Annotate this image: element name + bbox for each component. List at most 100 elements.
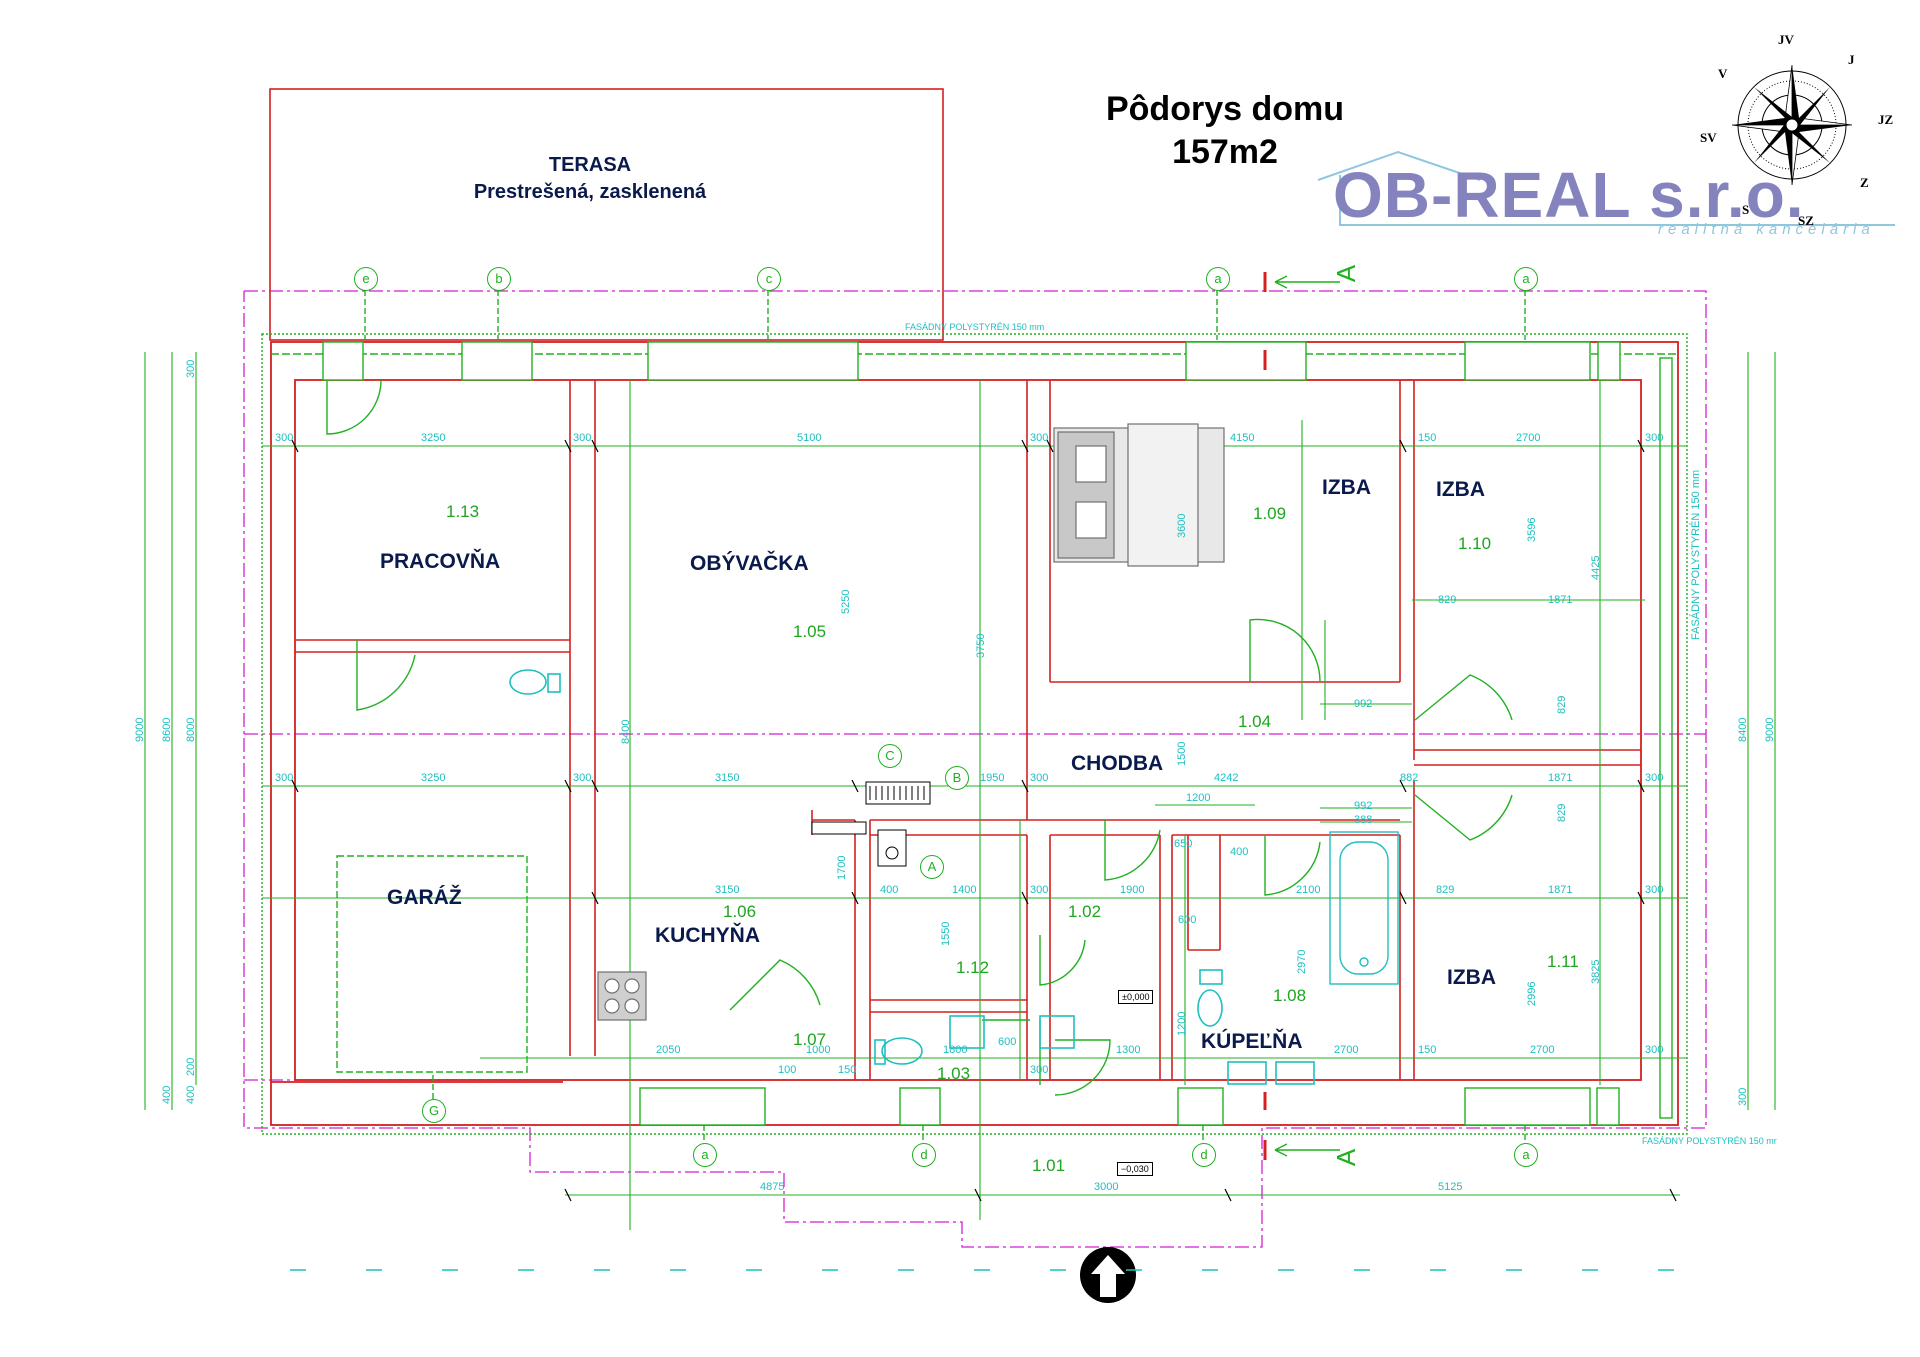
dim-mid-8: 1871 (1548, 772, 1573, 784)
dim-misc-18: 2996 (1526, 981, 1538, 1006)
dim-outer-2: 3000 (1094, 1181, 1119, 1193)
compass-label-sv: SV (1700, 130, 1717, 145)
room-number-kuchyna: 1.06 (723, 902, 757, 921)
dim-low-6: 2100 (1296, 884, 1321, 896)
room-name-obyvacka: OBÝVAČKA (690, 552, 809, 575)
dim-low-5: 1900 (1120, 884, 1145, 896)
terrace-name: TERASA (548, 154, 632, 176)
dim-misc-23: 829 (1556, 803, 1568, 822)
level-outer: −0,030 (1117, 1162, 1153, 1176)
dim-misc-2: 1871 (1548, 594, 1573, 606)
dim-right-5: 300 (1737, 1087, 1749, 1106)
terrace-label: TERASA Prestrešená, zasklenená (420, 154, 760, 204)
dim-misc-16: 1500 (1176, 741, 1188, 766)
dim-mid-5: 1950 (980, 772, 1005, 784)
exterior-walls (270, 341, 1679, 1126)
room-name-chodba: CHODBA (1071, 752, 1164, 775)
room-number-101: 1.01 (1032, 1156, 1066, 1175)
grid-label-top-a1: a (1206, 267, 1230, 291)
room-number-107: 1.07 (793, 1030, 827, 1049)
dim-misc-19: 2970 (1296, 949, 1308, 974)
dim-misc-4: 1200 (1186, 792, 1211, 804)
terrace-desc: Prestrešená, zasklenená (473, 181, 707, 203)
dim-low-8: 1871 (1548, 884, 1573, 896)
dim-misc-14: 3750 (975, 633, 987, 658)
dim-misc-15: 8400 (620, 719, 632, 744)
dim-misc-12: 3596 (1526, 517, 1538, 542)
grid-label-top-b: b (487, 267, 511, 291)
grid-label-mid-b: B (945, 766, 969, 790)
dim-top-9: 300 (1645, 432, 1664, 444)
grid-label-bottom-a2: a (1514, 1143, 1538, 1167)
compass-label-s: S (1742, 202, 1750, 217)
dim-mid-6: 300 (1030, 772, 1049, 784)
boiler (811, 781, 931, 867)
compass-label-jz: JZ (1878, 112, 1894, 127)
dim-left-5: 400 (185, 1085, 197, 1104)
dim-bot-1: 2050 (656, 1044, 681, 1056)
bathtub (1329, 831, 1399, 985)
logo-house (1317, 150, 1895, 226)
dim-left-6: 300 (185, 359, 197, 378)
dim-bot-10: 150 (1418, 1044, 1437, 1056)
grid-label-top-e: e (354, 267, 378, 291)
dim-left-1: 9000 (134, 717, 146, 742)
dimension-ticks (291, 439, 1677, 1202)
grid-label-bottom-d2: d (1192, 1143, 1216, 1167)
dim-low-7: 829 (1436, 884, 1455, 896)
dim-mid-9: 300 (1645, 772, 1664, 784)
dimension-lines (144, 352, 1776, 1230)
dim-misc-17: 1700 (836, 855, 848, 880)
dim-top-2: 3250 (421, 432, 446, 444)
dim-low-9: 300 (1645, 884, 1664, 896)
cooker (597, 971, 647, 1021)
dim-low-4: 300 (1030, 884, 1049, 896)
room-number-izba-110: 1.10 (1458, 534, 1492, 553)
dim-low-1: 3150 (715, 884, 740, 896)
compass-label-v: V (1718, 66, 1728, 81)
room-name-kupelna: KÚPEĽŇA (1201, 1030, 1303, 1053)
dim-misc-20: 1550 (940, 921, 952, 946)
dim-mid-4: 3150 (715, 772, 740, 784)
terrace-outline (269, 88, 944, 341)
dim-top-4: 5100 (797, 432, 822, 444)
room-number-izba-111: 1.11 (1547, 952, 1579, 971)
dim-right-3: 4425 (1590, 555, 1602, 580)
dim-top-8: 2700 (1516, 432, 1541, 444)
company-tagline: realitná kancelária (1658, 221, 1875, 238)
dim-outer-3: 5125 (1438, 1181, 1463, 1193)
room-name-kuchyna: KUCHYŇA (655, 924, 760, 947)
section-label-bottom: A (1331, 1148, 1362, 1167)
room-number-102: 1.02 (1068, 902, 1102, 921)
dim-low-3: 1400 (952, 884, 977, 896)
dim-bot-3: 150 (838, 1064, 857, 1076)
dim-bot-8: 1300 (1116, 1044, 1141, 1056)
room-name-izba-110: IZBA (1436, 478, 1485, 501)
room-number-pracovna: 1.13 (446, 502, 480, 521)
dim-bot-9: 2700 (1334, 1044, 1359, 1056)
dim-misc-21: 1200 (1176, 1011, 1188, 1036)
dim-misc-1: 829 (1438, 594, 1457, 606)
grid-label-top-c: c (757, 267, 781, 291)
grid-label-bottom-a1: a (693, 1143, 717, 1167)
compass-label-sz: SZ (1798, 213, 1814, 228)
dim-mid-7: 4242 (1214, 772, 1239, 784)
section-label-top: A (1331, 264, 1362, 283)
facade-note-bottom: FASÁDNY POLYSTYRÉN 150 mr (1642, 1136, 1777, 1146)
dim-misc-7: 882 (1400, 772, 1419, 784)
dim-top-7: 150 (1418, 432, 1437, 444)
title-line1: Pôdorys domu (1105, 90, 1345, 128)
dim-misc-10: 600 (1178, 914, 1197, 926)
room-number-izba-109: 1.09 (1253, 504, 1287, 523)
bed (1053, 423, 1225, 567)
room-number-chodba: 1.04 (1238, 712, 1272, 731)
windows (322, 341, 1621, 1126)
dim-left-3: 8000 (185, 717, 197, 742)
dim-bot-6: 600 (998, 1036, 1017, 1048)
dim-misc-11: 3600 (1176, 513, 1188, 538)
dim-bot-5: 1800 (943, 1044, 968, 1056)
dim-top-5: 300 (1030, 432, 1049, 444)
room-name-garaz: GARÁŽ (387, 886, 462, 909)
